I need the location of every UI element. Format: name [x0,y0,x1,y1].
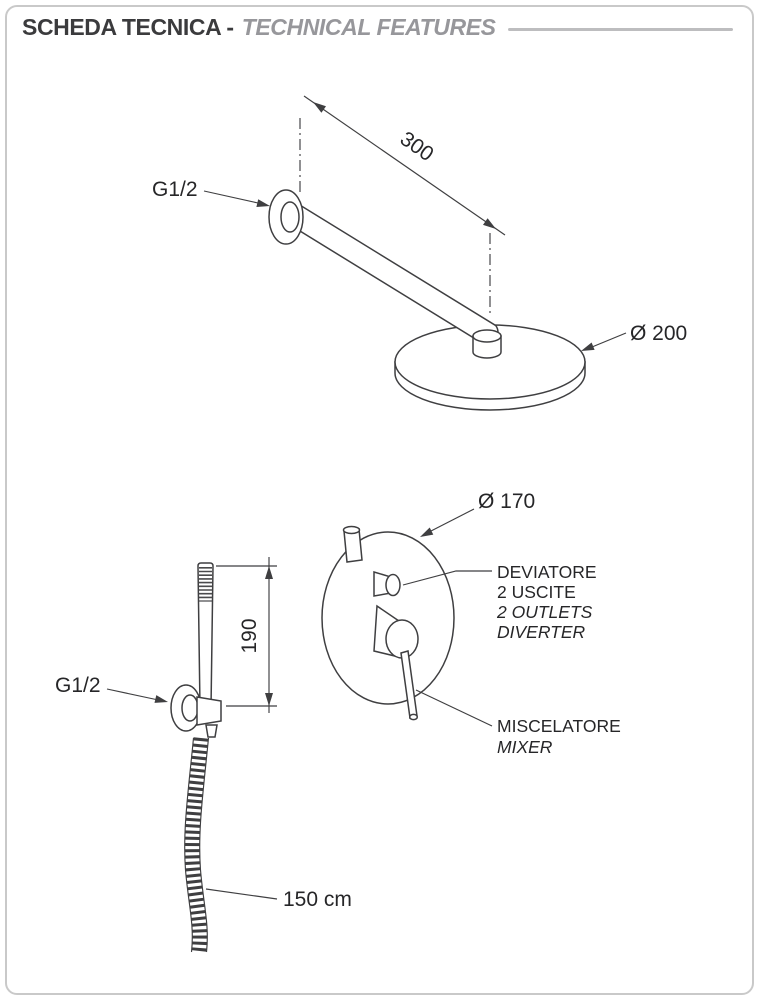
hand-shower-handle [197,562,214,709]
hose-length-leader [205,888,278,900]
bracket-flange-inner [181,694,199,722]
diverter-leader [402,570,492,586]
diverter-label-line-4: DIVERTER [497,622,586,642]
thread-leader-top [203,190,259,204]
dim-190-arrow-top [265,566,273,579]
mixer-label-line-1: MISCELATORE [497,716,621,736]
thread-label-top: G1/2 [152,178,198,201]
diverter-label-line-2: 2 USCITE [497,582,576,602]
header-title: SCHEDA TECNICA - [22,14,234,40]
dim-300-arrow-start [313,102,326,113]
mixer-drawing: Ø 170 DEVIATORE 2 USCITE 2 OUTLETS DIVER… [321,490,621,757]
thread-leader-top-arrow [256,199,270,207]
dim-300-label: 300 [396,127,438,166]
shower-hose [184,737,209,953]
diverter-label-line-1: DEVIATORE [497,562,597,582]
wall-flange-inner [280,201,300,233]
diameter-200-arrow [581,342,595,351]
shower-arm [288,204,499,346]
header-rule [507,27,733,31]
diameter-200-label: Ø 200 [630,322,687,345]
header-subtitle: TECHNICAL FEATURES [241,14,496,40]
diverter-label-line-3: 2 OUTLETS [496,602,593,622]
bracket-holder [196,696,222,726]
diameter-200-leader [591,332,627,348]
mixer-leader [415,689,493,727]
thread-leader-bottom [106,688,157,701]
thread-label-bottom: G1/2 [55,674,101,697]
diameter-170-arrow [420,527,434,537]
hose-length-label: 150 cm [283,888,352,911]
head-connector-top [472,329,502,343]
dim-190-label: 190 [238,618,261,653]
hand-shower-drawing: 190 G1/2 150 cm [55,557,352,953]
mixer-lever-tip [408,713,419,721]
thread-leader-bottom-arrow [154,695,168,703]
diameter-170-label: Ø 170 [478,490,535,513]
diameter-170-leader [430,508,475,532]
bracket-hook [205,724,218,738]
dim-190-arrow-bottom [265,693,273,706]
overhead-shower-drawing: 300 G1/2 Ø 200 [152,95,687,411]
page-header: SCHEDA TECNICA - TECHNICAL FEATURES [22,14,733,41]
mixer-label-line-2: MIXER [497,737,553,757]
dim-300-arrow-end [483,218,496,229]
shower-hose-outline-left [184,737,195,953]
shower-hose-outline-right [199,737,210,953]
dim-300-line [303,95,506,236]
pipe-stub-top [342,525,361,535]
diverter-knob-face [385,573,401,597]
